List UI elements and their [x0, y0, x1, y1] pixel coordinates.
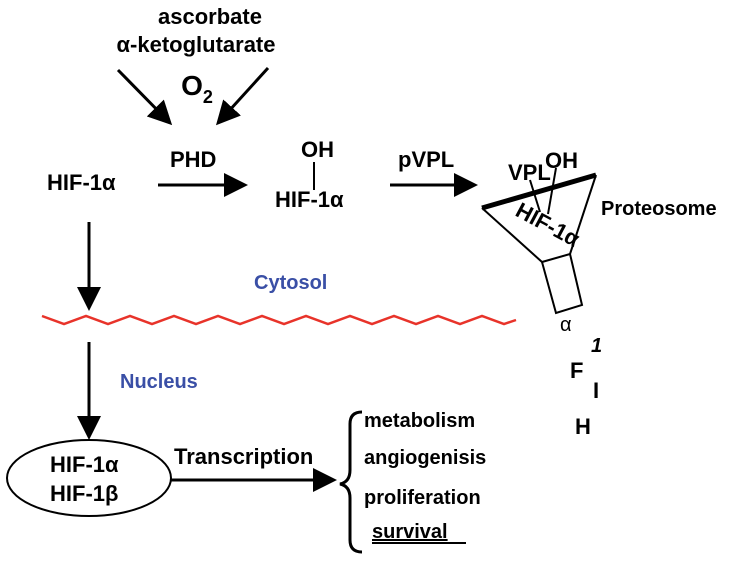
cofactor-arrow-right: [215, 66, 270, 126]
alpha-ketoglutarate-label: α-ketoglutarate: [117, 32, 276, 57]
proteosome-side-left: [481, 207, 543, 263]
fragment-h: H: [575, 414, 591, 439]
proteosome-rim: [481, 172, 597, 211]
oxygen-subscript: 2: [203, 87, 213, 107]
vpl-label: VPL: [508, 160, 551, 185]
nucleus-label: Nucleus: [120, 371, 198, 393]
proteosome-funnel: [481, 167, 597, 315]
hydroxylated-hif1a-label: HIF-1α: [275, 187, 344, 212]
oxygen-symbol: O: [181, 70, 203, 101]
oxygen-label: O2: [181, 70, 213, 107]
proteosome-side-right: [569, 174, 597, 255]
nuclear-membrane: [41, 314, 517, 326]
proteosome-oh-bond: [547, 167, 557, 215]
hif-dimer-ellipse: [6, 439, 172, 517]
phd-label: PHD: [170, 147, 216, 172]
cytosol-label: Cytosol: [254, 272, 327, 294]
fragment-i: I: [593, 378, 599, 403]
vpl-bond: [529, 179, 541, 213]
outcome-metabolism: metabolism: [364, 410, 475, 432]
oh-label: OH: [301, 137, 334, 162]
transcription-label: Transcription: [174, 444, 313, 469]
outcomes-brace: [339, 410, 363, 554]
proteosome-tube: [540, 252, 584, 315]
cofactor-arrow-left: [116, 68, 173, 126]
proteosome-label: Proteosome: [601, 198, 717, 220]
fragment-alpha: α: [560, 314, 572, 336]
proteosome-oh-label: OH: [545, 148, 578, 173]
pvpl-label: pVPL: [398, 147, 454, 172]
dimer-hif1b-label: HIF-1β: [50, 481, 118, 506]
outcome-proliferation: proliferation: [364, 487, 481, 509]
fragment-f: F: [570, 358, 583, 383]
outcome-angiogenisis: angiogenisis: [364, 447, 486, 469]
hif1a-label: HIF-1α: [47, 170, 116, 195]
fragment-one: 1: [591, 335, 602, 357]
ascorbate-label: ascorbate: [158, 4, 262, 29]
outcome-survival: survival: [372, 521, 448, 543]
dimer-hif1a-label: HIF-1α: [50, 452, 119, 477]
